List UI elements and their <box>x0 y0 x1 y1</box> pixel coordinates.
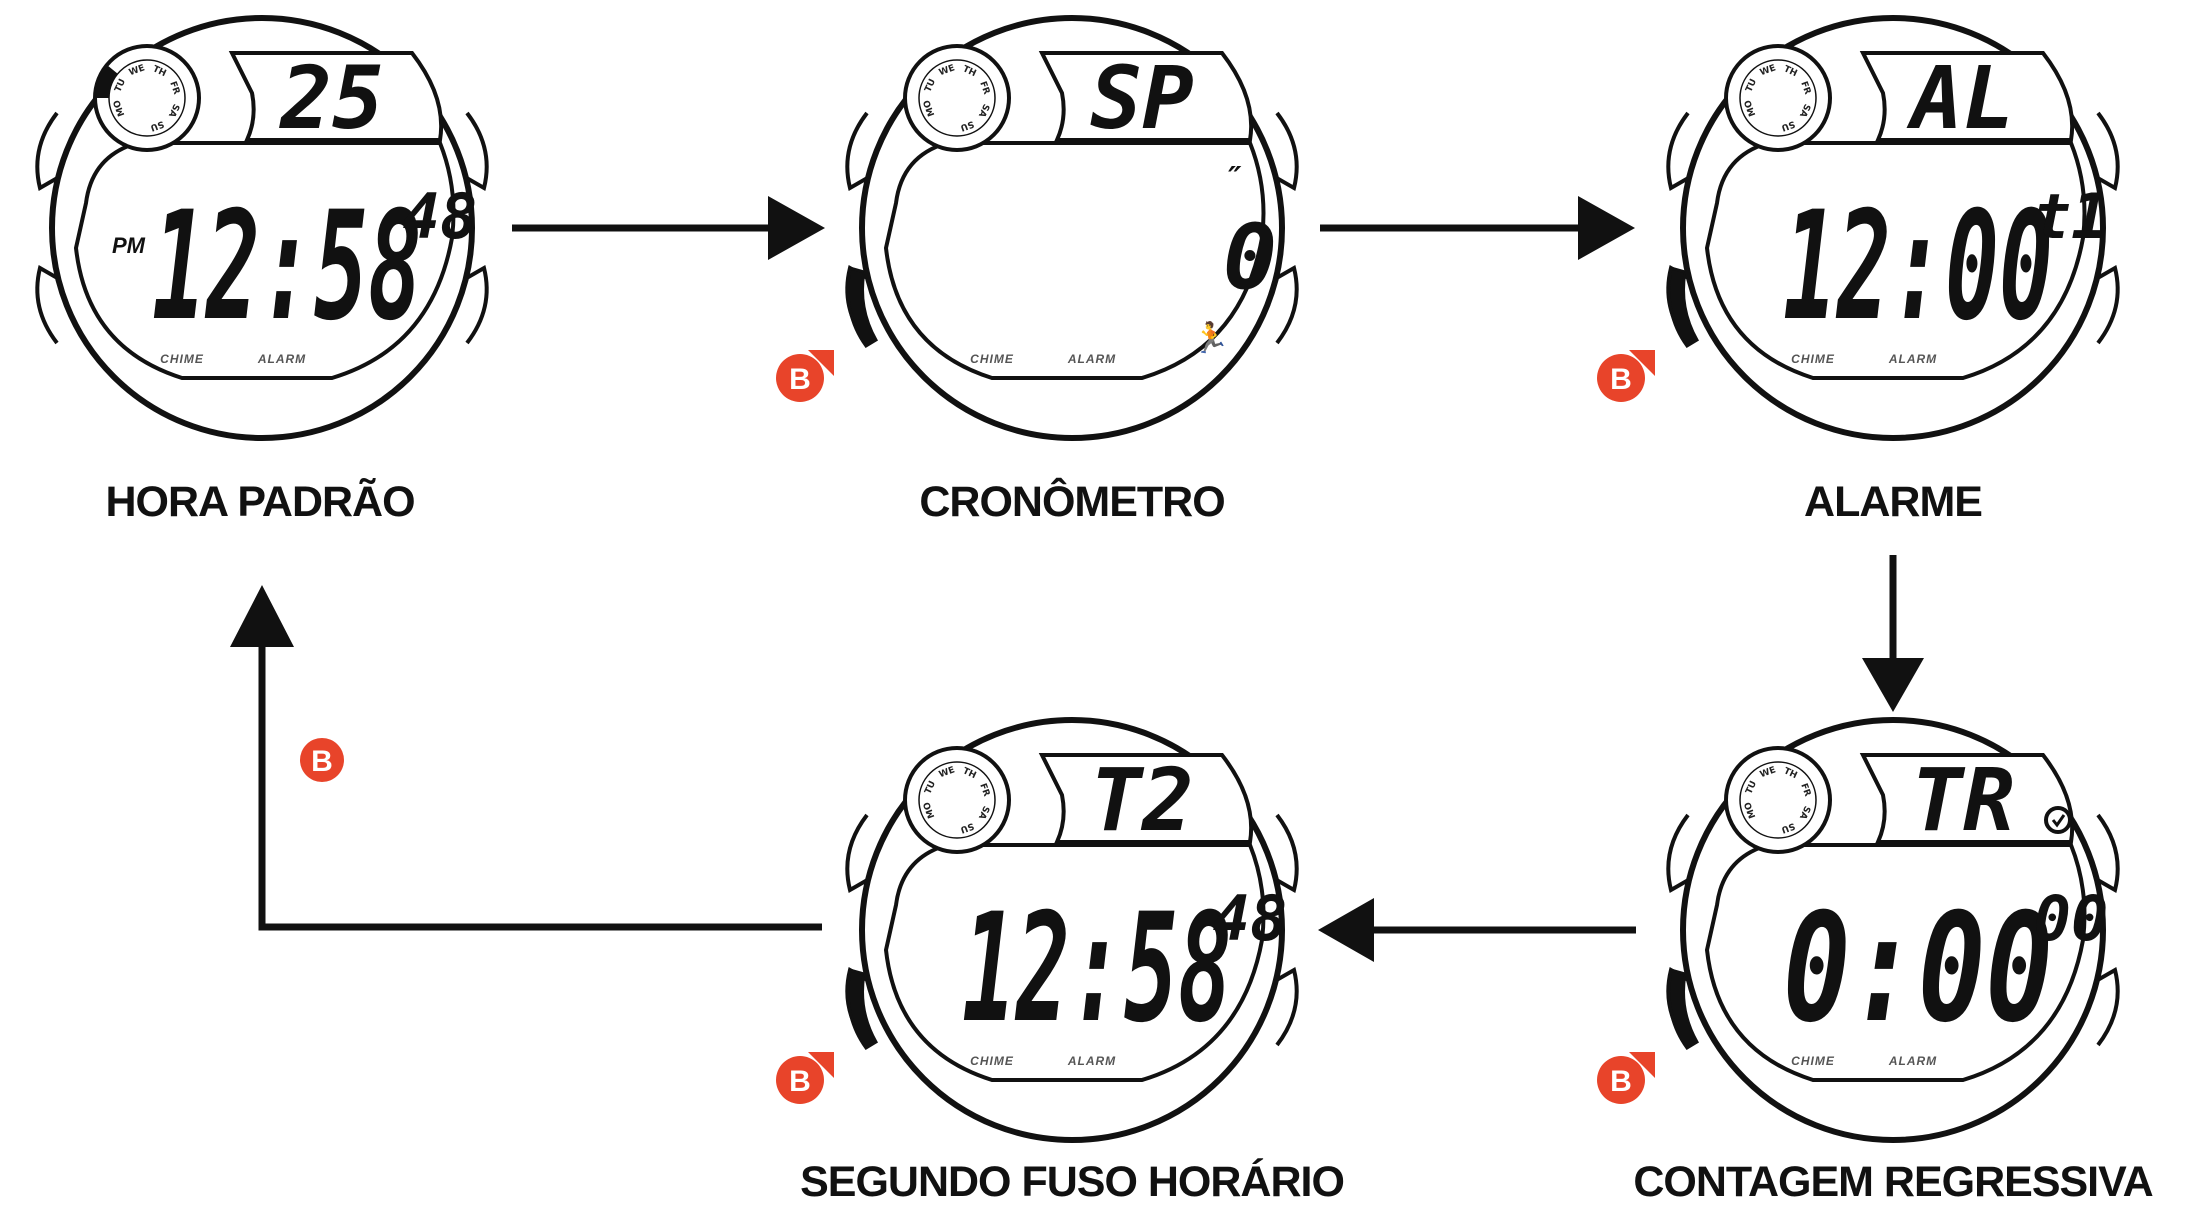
svg-text:B: B <box>789 1065 811 1098</box>
b-button-icon: B <box>776 1052 834 1104</box>
alarm-label: ALARM <box>1067 352 1116 366</box>
top-readout: T2 <box>1090 751 1194 851</box>
b-button-icon: B <box>776 350 834 402</box>
flow-arrows <box>230 196 1924 962</box>
chime-label: CHIME <box>1791 352 1835 366</box>
main-readout: 0:00 <box>1783 882 2053 1056</box>
day-label: FR <box>1798 80 1812 96</box>
top-display <box>228 51 444 142</box>
seconds-mark: ″ <box>1222 161 1242 196</box>
sub-readout: 00 <box>2034 882 2109 955</box>
day-label: SU <box>959 118 975 132</box>
b-button-icon: B <box>1597 1052 1655 1104</box>
ampm-indicator: PM <box>112 233 146 258</box>
sub-readout: 48 <box>1213 882 1288 955</box>
arrow-head-icon <box>1318 898 1374 962</box>
active-pusher <box>1667 266 1700 348</box>
day-label: SU <box>1780 118 1796 132</box>
day-label: FR <box>977 80 991 96</box>
sub-readout: 48 <box>403 180 478 253</box>
svg-text:B: B <box>1610 1065 1632 1098</box>
arrow-head-icon <box>230 585 294 647</box>
top-readout: 25 <box>278 49 384 149</box>
day-label: FR <box>977 782 991 798</box>
day-label: FR <box>1798 782 1812 798</box>
chime-label: CHIME <box>970 1054 1014 1068</box>
active-pusher <box>1667 968 1700 1050</box>
b-button-icon: B <box>1597 350 1655 402</box>
chime-label: CHIME <box>160 352 204 366</box>
top-readout: TR <box>1911 751 2015 851</box>
runner-icon: 🏃 <box>1192 320 1229 355</box>
caption-countdown: CONTAGEM REGRESSIVA <box>1633 1158 2153 1206</box>
day-label: SU <box>959 820 975 834</box>
alarm-label: ALARM <box>1888 352 1937 366</box>
main-readout: 12:00 <box>1783 180 2053 354</box>
alarm-label: ALARM <box>1888 1054 1937 1068</box>
day-label: SU <box>149 118 165 132</box>
arrow-icon <box>258 645 822 931</box>
sub-readout: t1 <box>2034 180 2109 253</box>
chime-label: CHIME <box>970 352 1014 366</box>
arrow-head-icon <box>1578 196 1635 260</box>
b-button-icon: B <box>300 738 344 782</box>
active-pusher <box>846 968 879 1050</box>
svg-text:B: B <box>311 745 333 778</box>
svg-text:B: B <box>1610 363 1632 396</box>
caption-stopwatch: CRONÔMETRO <box>919 478 1225 526</box>
top-display <box>1859 753 2075 844</box>
top-display <box>1038 51 1254 142</box>
top-display <box>1859 51 2075 142</box>
caption-second-timezone: SEGUNDO FUSO HORÁRIO <box>800 1158 1345 1206</box>
main-readout: 12:58 <box>962 882 1232 1056</box>
caption-alarm: ALARME <box>1804 478 1983 526</box>
clock-icon <box>2044 806 2072 834</box>
top-readout: AL <box>1906 49 2015 149</box>
main-readout: 12:58 <box>152 180 422 354</box>
top-readout: SP <box>1090 49 1194 149</box>
day-indicator <box>95 65 118 98</box>
caption-standard-time: HORA PADRÃO <box>105 478 415 526</box>
sub-readout: 0 <box>1223 205 1277 310</box>
alarm-label: ALARM <box>257 352 306 366</box>
arrow-head-icon <box>768 196 825 260</box>
arrow-head-icon <box>1862 658 1924 712</box>
top-display <box>1038 753 1254 844</box>
day-label: SU <box>1780 820 1796 834</box>
svg-text:B: B <box>789 363 811 396</box>
alarm-label: ALARM <box>1067 1054 1116 1068</box>
chime-label: CHIME <box>1791 1054 1835 1068</box>
day-label: FR <box>167 80 181 96</box>
active-pusher <box>846 266 879 348</box>
